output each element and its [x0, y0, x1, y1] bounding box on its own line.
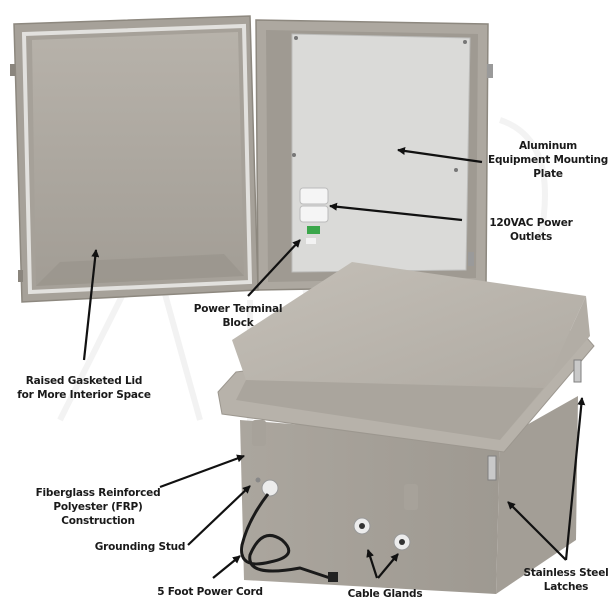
- callout-cable-glands: Cable Glands: [347, 588, 423, 600]
- closed-enclosure: [217, 262, 595, 594]
- power-cord: [240, 493, 331, 580]
- callout-power-cord: 5 Foot Power Cord: [157, 586, 263, 598]
- open-body: [255, 19, 493, 291]
- callout-mounting-plate: Aluminum Equipment Mounting Plate: [488, 140, 608, 180]
- outlets: [299, 187, 329, 223]
- callout-raised-lid: Raised Gasketed Lid for More Interior Sp…: [17, 375, 151, 401]
- callout-arrows: [82, 147, 586, 579]
- callout-outlets: 120VAC Power Outlets: [489, 217, 573, 243]
- callout-terminal-block: Power Terminal Block: [193, 303, 283, 329]
- terminal-block: [307, 226, 320, 234]
- callout-grounding-stud: Grounding Stud: [94, 541, 186, 553]
- open-door: [10, 15, 259, 303]
- callout-frp-construction: Fiberglass Reinforced Polyester (FRP) Co…: [35, 487, 161, 527]
- callout-stainless-latches: Stainless Steel Latches: [523, 567, 608, 593]
